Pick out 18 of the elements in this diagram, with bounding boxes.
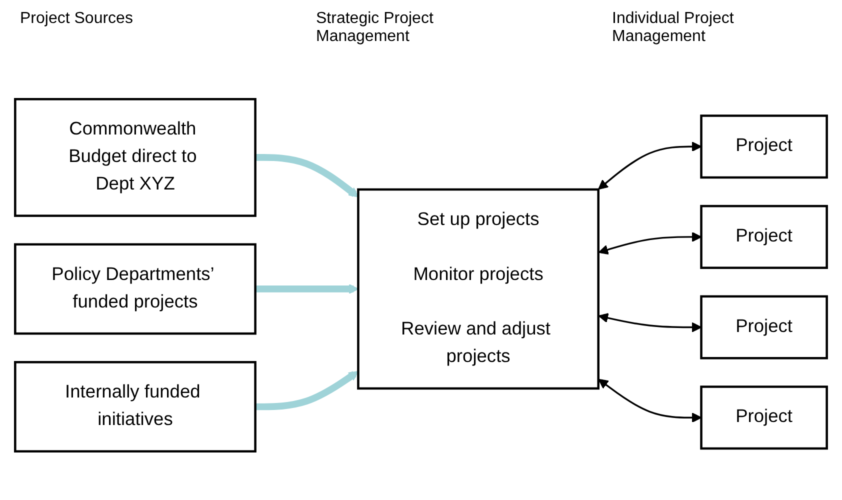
node-box: Commonwealth Budget direct to Dept XYZ	[14, 98, 256, 217]
arrow	[598, 232, 702, 254]
arrow	[598, 378, 702, 422]
arrow	[598, 312, 702, 332]
node-box: Project	[700, 114, 828, 178]
node-box: Policy Departments’ funded projects	[14, 242, 256, 334]
arrow	[255, 154, 359, 198]
node-box: Set up projects Monitor projects Review and adjust projects	[357, 188, 600, 390]
column-heading: Project Sources	[20, 10, 134, 29]
node-box: Project	[700, 295, 828, 360]
node-box: Project	[700, 385, 828, 450]
node-box: Internally funded initiatives	[14, 360, 256, 452]
arrow	[598, 141, 702, 190]
column-heading: Strategic Project Management	[316, 10, 434, 47]
node-box: Project	[700, 204, 828, 269]
arrow	[255, 370, 359, 410]
column-heading: Individual Project Management	[612, 10, 735, 47]
arrow	[255, 284, 359, 294]
